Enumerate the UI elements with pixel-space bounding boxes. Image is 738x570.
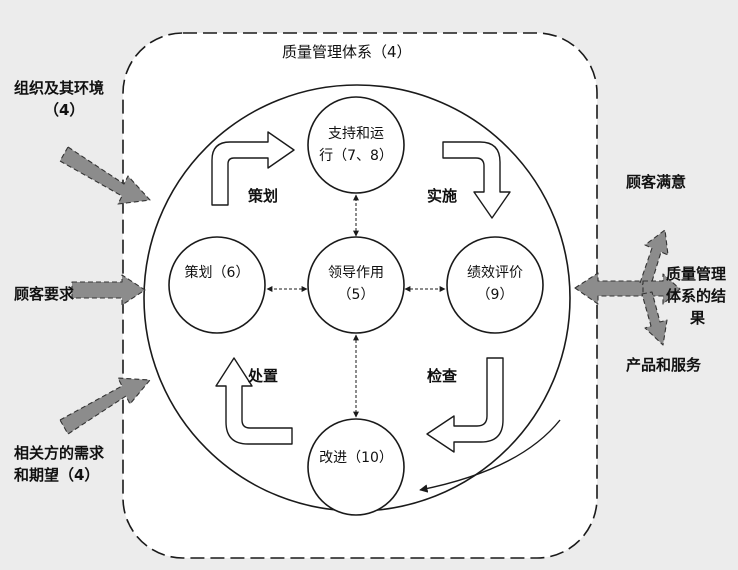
cycle-label-check: 检查 bbox=[427, 367, 458, 385]
cycle-arrow-check bbox=[426, 357, 504, 453]
input-arrow-context bbox=[59, 146, 151, 205]
node-leadership bbox=[307, 236, 405, 334]
cycle-label-act: 处置 bbox=[248, 367, 279, 385]
node-improvement-label: 改进（10） bbox=[319, 450, 393, 466]
output-satisfaction: 顾客满意 bbox=[626, 173, 687, 191]
node-performance-line2: （9） bbox=[476, 287, 514, 303]
input-parties-line1: 相关方的需求 bbox=[14, 444, 105, 462]
node-performance-line1: 绩效评价 bbox=[467, 265, 523, 281]
cycle-arrow-do bbox=[442, 141, 511, 219]
node-support-line1: 支持和运 bbox=[328, 126, 384, 142]
node-performance bbox=[446, 236, 544, 334]
return-arrow bbox=[419, 419, 561, 493]
input-context-line1: 组织及其环境 bbox=[14, 79, 105, 97]
output-results-line2: 体系的结 bbox=[666, 287, 727, 305]
input-context-line2: （4） bbox=[44, 101, 85, 119]
cycle-arrow-act bbox=[215, 357, 293, 445]
cycle-label-do: 实施 bbox=[427, 187, 458, 205]
node-support-line2: 行（7、8） bbox=[319, 148, 393, 164]
node-leadership-line1: 领导作用 bbox=[328, 265, 384, 281]
input-arrow-customer bbox=[71, 274, 146, 306]
node-planning-label: 策划（6） bbox=[184, 265, 250, 281]
system-title: 质量管理体系（4） bbox=[282, 43, 412, 61]
node-improvement bbox=[307, 418, 405, 516]
node-leadership-line2: （5） bbox=[337, 287, 375, 303]
output-results-line1: 质量管理 bbox=[666, 265, 727, 283]
cycle-arrow-plan bbox=[211, 131, 295, 206]
output-arrow-products bbox=[641, 291, 668, 346]
output-arrow-satisfaction bbox=[639, 229, 669, 289]
cycle-label-plan: 策划 bbox=[248, 187, 279, 205]
node-support bbox=[307, 96, 405, 194]
node-planning bbox=[168, 236, 266, 334]
input-customer: 顾客要求 bbox=[14, 285, 75, 303]
input-parties-line2: 和期望（4） bbox=[14, 466, 100, 484]
input-arrow-parties bbox=[59, 377, 151, 435]
output-results-line3: 果 bbox=[690, 309, 706, 327]
output-products: 产品和服务 bbox=[626, 356, 702, 374]
